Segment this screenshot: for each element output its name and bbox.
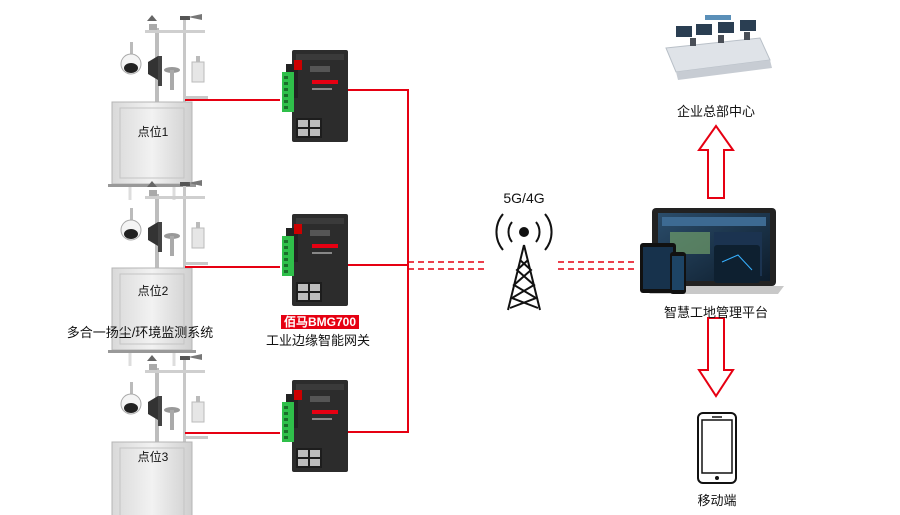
station-label-3: 点位3 <box>137 450 169 464</box>
gateway-name: 工业边缘智能网关 <box>265 333 371 348</box>
hq-control-room <box>665 15 772 80</box>
monitoring-station-3 <box>106 352 210 515</box>
gateway-model-badge: 佰马BMG700 <box>281 315 360 329</box>
station-links <box>185 99 280 434</box>
platform-label: 智慧工地管理平台 <box>663 305 769 320</box>
gateway-device-3 <box>282 380 348 472</box>
wireless-links <box>408 261 635 270</box>
monitoring-station-1 <box>106 12 210 202</box>
network-label: 5G/4G <box>503 190 545 206</box>
platform-devices <box>640 208 784 294</box>
cell-tower-icon <box>495 213 553 311</box>
station-label-2: 点位2 <box>137 284 169 298</box>
gateway-device-1 <box>282 50 348 142</box>
arrow-down-icon <box>697 317 735 398</box>
gateway-bus <box>348 89 409 433</box>
mobile-label: 移动端 <box>697 493 737 508</box>
station-label-1: 点位1 <box>137 125 169 139</box>
mobile-phone-icon <box>697 412 737 484</box>
hq-label: 企业总部中心 <box>676 104 756 119</box>
system-label: 多合一扬尘/环境监测系统 <box>66 325 214 340</box>
gateway-device-2 <box>282 214 348 306</box>
arrow-up-icon <box>697 124 735 199</box>
